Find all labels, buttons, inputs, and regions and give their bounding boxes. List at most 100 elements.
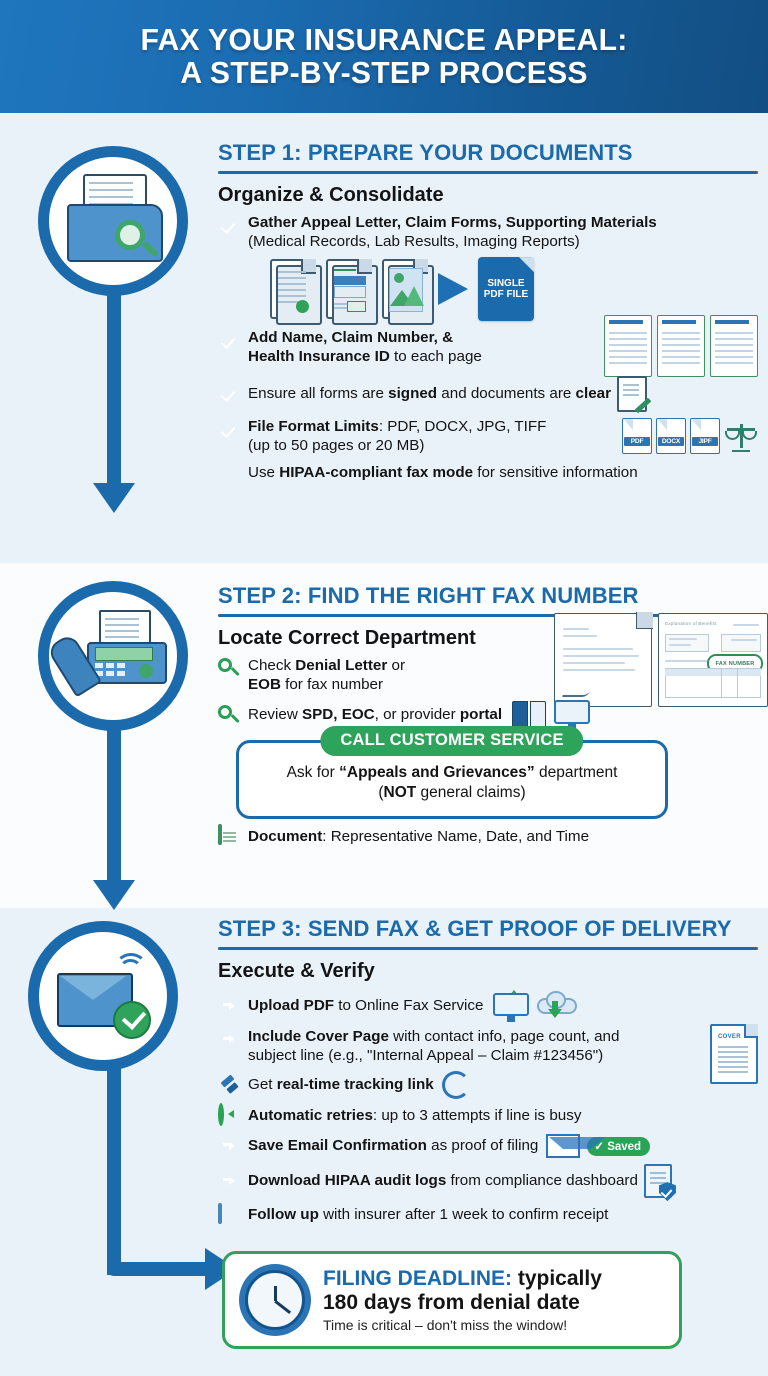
bullet-file-formats: File Format Limits: PDF, DOCX, JPG, TIFF… [218,418,758,455]
document-bold: Document [248,827,323,845]
eob-document: Explanation of Benefits FAX NUMBER [658,613,768,707]
format-bold: File Format Limits [248,418,379,436]
connector-stem-3 [107,1065,121,1275]
stamped-page [604,315,652,378]
bullet-download-audit-logs: Download HIPAA audit logs from complianc… [218,1164,758,1202]
retries-bold: Automatic retries [248,1107,373,1125]
step-2-content: STEP 2: FIND THE RIGHT FAX NUMBER Locate… [218,583,768,854]
text-document-checked-icon [270,259,322,326]
tracking-text: Get [248,1075,277,1093]
signed-text-a: Ensure all forms are [248,384,389,402]
cover-bold: Include Cover Page [248,1028,389,1045]
page-title: FAX YOUR INSURANCE APPEAL: A STEP-BY-STE… [140,21,628,90]
form-document-signed-icon [326,259,378,326]
step-3-subheading: Execute & Verify [218,960,375,982]
blue-shield-check-icon [218,462,240,484]
connector-stem-2 [107,725,121,885]
eob-rest: for fax number [280,675,384,693]
denial-bold: Denial Letter [295,657,388,674]
stamped-page [710,315,758,378]
bullet-follow-up: Follow up with insurer after 1 week to c… [218,1203,758,1227]
connector-arrow-1 [93,483,135,513]
bullet-gather-sub: (Medical Records, Lab Results, Imaging R… [248,232,580,250]
signed-bold-b: clear [575,384,612,402]
bullet-gather-bold: Gather Appeal Letter, Claim Forms, Suppo… [248,214,657,231]
title-line-1: FAX YOUR INSURANCE APPEAL: [140,21,628,57]
hipaa-bold: HIPAA-compliant fax mode [279,463,474,481]
denial-text-a: Check [248,657,296,674]
step-2-icon-circle [38,581,188,731]
call-customer-service-callout: CALL CUSTOMER SERVICE Ask for “Appeals a… [236,726,668,820]
deadline-label: FILING DEADLINE: [323,1266,512,1290]
eob-title: Explanation of Benefits [665,621,717,626]
book-icon [512,701,547,730]
step-2-subheading: Locate Correct Department [218,627,476,649]
spd-text-a: Review [248,705,303,723]
callout-line2-a: ( [378,784,384,802]
cover-page-label: COVER [718,1034,741,1040]
format-badge-label: PDF [624,437,650,447]
step-3-rule [218,947,758,950]
step-2-heading: STEP 2: FIND THE RIGHT FAX NUMBER [218,583,639,608]
callout-line1-b: department [534,764,618,782]
document-text: : Representative Name, Date, and Time [322,827,590,845]
bullet-document-representative: Document: Representative Name, Date, and… [218,824,758,848]
followup-text: with insurer after 1 week to confirm rec… [318,1206,609,1224]
bullet-signed-clear: Ensure all forms are signed and document… [218,376,758,414]
hipaa-text-b: for sensitive information [473,463,638,481]
bullet-automatic-retries: Automatic retries: up to 3 attempts if l… [218,1103,758,1128]
shielded-document-icon [643,1164,676,1202]
hipaa-text-a: Use [248,463,280,481]
upload-text: to Online Fax Service [334,996,484,1014]
green-retry-icon [218,1103,240,1128]
single-pdf-target: SINGLE PDF FILE [478,257,534,322]
format-badge-label: DOCX [658,437,684,447]
save-bold: Save Email Confirmation [248,1136,427,1154]
stamped-pages-graphic [604,315,758,378]
denial-text-b: or [387,657,406,674]
connector-stem-1 [107,290,121,485]
retries-text: : up to 3 attempts if line is busy [372,1107,582,1125]
cloud-download-icon [537,991,578,1021]
step-3-icon-circle [28,921,178,1071]
step-1-content: STEP 1: PREPARE YOUR DOCUMENTS Organize … [218,140,758,490]
deadline-line2: 180 days from denial date [323,1290,580,1314]
callout-tab-label: CALL CUSTOMER SERVICE [320,726,584,757]
envelope-icon [546,1134,606,1159]
callout-line1-a: Ask for [286,764,340,782]
green-check-icon [218,330,240,352]
fax-number-documents-graphic: Explanation of Benefits FAX NUMBER [554,612,768,707]
audit-text: from compliance dashboard [446,1171,638,1189]
format-badge-pdf: PDF [622,418,652,455]
consolidation-graphic: SINGLE PDF FILE [270,257,758,326]
step-1-subheading: Organize & Consolidate [218,184,444,206]
green-check-icon [218,419,240,441]
step-1-rule [218,171,758,174]
cover-page-document-icon: COVER [710,1024,758,1084]
sync-refresh-icon [441,1071,470,1100]
legal-scales-icon [724,420,758,454]
step-3-heading: STEP 3: SEND FAX & GET PROOF OF DELIVERY [218,916,732,941]
upload-bold: Upload PDF [248,996,335,1014]
connector-elbow [107,1262,217,1276]
spd-text-b: , or provider [374,705,460,723]
green-arrow-circle-icon [218,1136,240,1158]
upload-monitor-icon [493,990,530,1022]
format-limits: (up to 50 pages or 20 MB) [248,436,425,454]
bullet-gather-documents: Gather Appeal Letter, Claim Forms, Suppo… [218,214,758,251]
image-document-icon [382,259,434,326]
satellite-icon [218,1074,240,1097]
step-1-heading: STEP 1: PREPARE YOUR DOCUMENTS [218,140,633,165]
signed-bold-a: signed [388,384,438,402]
merge-arrow-icon [438,273,468,306]
bullet-cover-page: Include Cover Page with contact info, pa… [218,1028,758,1065]
signed-document-icon [617,376,652,414]
bullet-upload-pdf: Upload PDF to Online Fax Service [218,990,758,1022]
bullet-add-bold2: Health Insurance ID [248,347,390,365]
format-badges-group: PDF DOCX JIPF [622,418,758,455]
spd-bold-b: portal [459,705,503,723]
bullet-add-identifiers: Add Name, Claim Number, & Health Insuran… [218,329,758,366]
filing-deadline-box: FILING DEADLINE: typically 180 days from… [222,1251,682,1349]
denial-letter-document [554,612,653,707]
